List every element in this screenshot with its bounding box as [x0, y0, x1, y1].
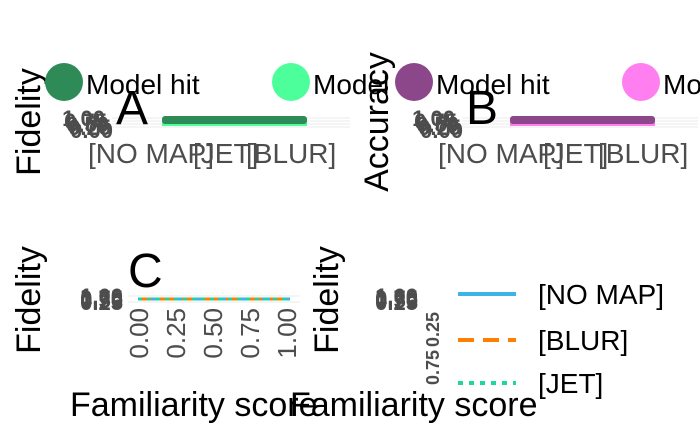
panel-a-ytick: 0.00 — [70, 118, 113, 143]
panel-c-xtick-labels: 0.00 0.25 0.50 0.75 1.00 — [124, 308, 302, 359]
panel-c-xtick: 0.75 — [235, 308, 265, 359]
panel-b-ytick: 0.75 — [414, 109, 457, 134]
panel-b-legend-key-mo — [622, 63, 660, 101]
panel-c-xtick: 1.00 — [272, 308, 302, 359]
panel-d-ytick: 0.50 — [375, 288, 418, 313]
panel-d-ytick: 1.00 — [375, 284, 418, 309]
panel-b-ytick-labels: 0.00 0.25 0.50 0.75 1.00 — [412, 106, 463, 143]
panel-b-ytick: 0.25 — [418, 115, 461, 140]
panel-a: Fidelity 0.00 0.25 0.50 0.75 1.00 A [NO … — [10, 63, 389, 176]
panel-a-ytick: 0.25 — [68, 115, 111, 140]
panel-d-legend-label: [NO MAP] — [538, 279, 664, 310]
panel-b-xtick: [NO MAP] — [438, 138, 564, 169]
panel-d-legend: [NO MAP] [BLUR] [JET] — [458, 279, 664, 399]
panel-c-xlabel: Familiarity score — [70, 386, 317, 424]
panel-b-tag: B — [466, 82, 498, 135]
panel-c-ylabel: Fidelity — [10, 246, 48, 354]
panel-b-ylabel: Accuracy — [358, 52, 396, 192]
panel-b-bar-model-hit — [510, 116, 655, 124]
panel-d-xlabel: Familiarity score — [290, 386, 537, 424]
panel-b-legend: Model hit Mo — [395, 63, 700, 101]
panel-a-legend-key-model-hit — [45, 63, 83, 101]
panel-d-ytick-vertical: 0.25 — [423, 312, 443, 347]
panel-a-xtick: [JET] — [193, 138, 258, 169]
panel-d-vertical-ytick-labels: 0.25 0.75 — [423, 312, 443, 385]
panel-a-legend-key-model — [272, 63, 310, 101]
panel-c-ytick-labels: 0.25 0.50 0.75 1.00 — [80, 284, 123, 315]
panel-a-ytick: 0.50 — [66, 112, 109, 137]
panel-a-tag: A — [116, 82, 148, 135]
panel-c-xtick: 0.25 — [161, 308, 191, 359]
panel-b-ytick: 0.00 — [420, 118, 463, 143]
panel-c-xtick: 0.00 — [124, 308, 154, 359]
panel-d-legend-label: [JET] — [538, 368, 603, 399]
panel-b-xtick: [JET] — [543, 138, 608, 169]
panel-b-xtick-labels: [NO MAP] [JET] [BLUR] — [438, 138, 688, 169]
panel-b-xtick: [BLUR] — [598, 138, 688, 169]
panel-a-ytick: 0.75 — [64, 109, 107, 134]
panel-c-ytick: 1.00 — [80, 284, 123, 309]
panel-a-bar-model-hit — [162, 116, 307, 124]
panel-c-ytick: 0.75 — [80, 286, 123, 311]
panel-a-legend-label: Model — [313, 69, 389, 100]
panel-b: Accuracy 0.00 0.25 0.50 0.75 1.00 B [NO … — [358, 52, 700, 192]
panel-c-grid — [128, 295, 300, 303]
panel-d-ylabel: Fidelity — [308, 246, 346, 354]
panel-a-xtick-labels: [NO MAP] [JET] [BLUR] — [88, 138, 336, 169]
panel-c-ytick: 0.25 — [80, 290, 123, 315]
panel-a-legend-label: Model hit — [86, 69, 200, 100]
panel-a-legend: Model hit Model — [45, 63, 389, 101]
panel-d-ytick-vertical: 0.75 — [423, 350, 443, 385]
panel-d-ytick-labels: 0.25 0.50 0.75 1.00 — [375, 284, 418, 315]
panel-b-ytick: 1.00 — [412, 106, 455, 131]
panel-a-xtick: [BLUR] — [246, 138, 336, 169]
panel-b-legend-label: Model hit — [436, 69, 550, 100]
panel-c-xtick: 0.50 — [198, 308, 228, 359]
panel-b-ytick: 0.50 — [416, 112, 459, 137]
panel-c-ytick: 0.50 — [80, 288, 123, 313]
panel-d: Fidelity 0.25 0.50 0.75 1.00 0.25 0.75 F… — [290, 246, 664, 424]
panel-a-ytick-labels: 0.00 0.25 0.50 0.75 1.00 — [62, 106, 113, 143]
panel-b-legend-label: Mo — [663, 69, 700, 100]
panel-d-ytick: 0.75 — [375, 286, 418, 311]
panel-d-legend-label: [BLUR] — [538, 325, 628, 356]
panel-a-ylabel: Fidelity — [10, 68, 48, 176]
panel-b-legend-key-model-hit — [395, 63, 433, 101]
panel-d-ytick: 0.25 — [375, 290, 418, 315]
panel-a-xtick: [NO MAP] — [88, 138, 214, 169]
panel-c-tag: C — [128, 245, 163, 298]
panel-c: Fidelity 0.25 0.50 0.75 1.00 C 0.00 0.25… — [10, 245, 317, 424]
panel-a-ytick: 1.00 — [62, 106, 105, 131]
